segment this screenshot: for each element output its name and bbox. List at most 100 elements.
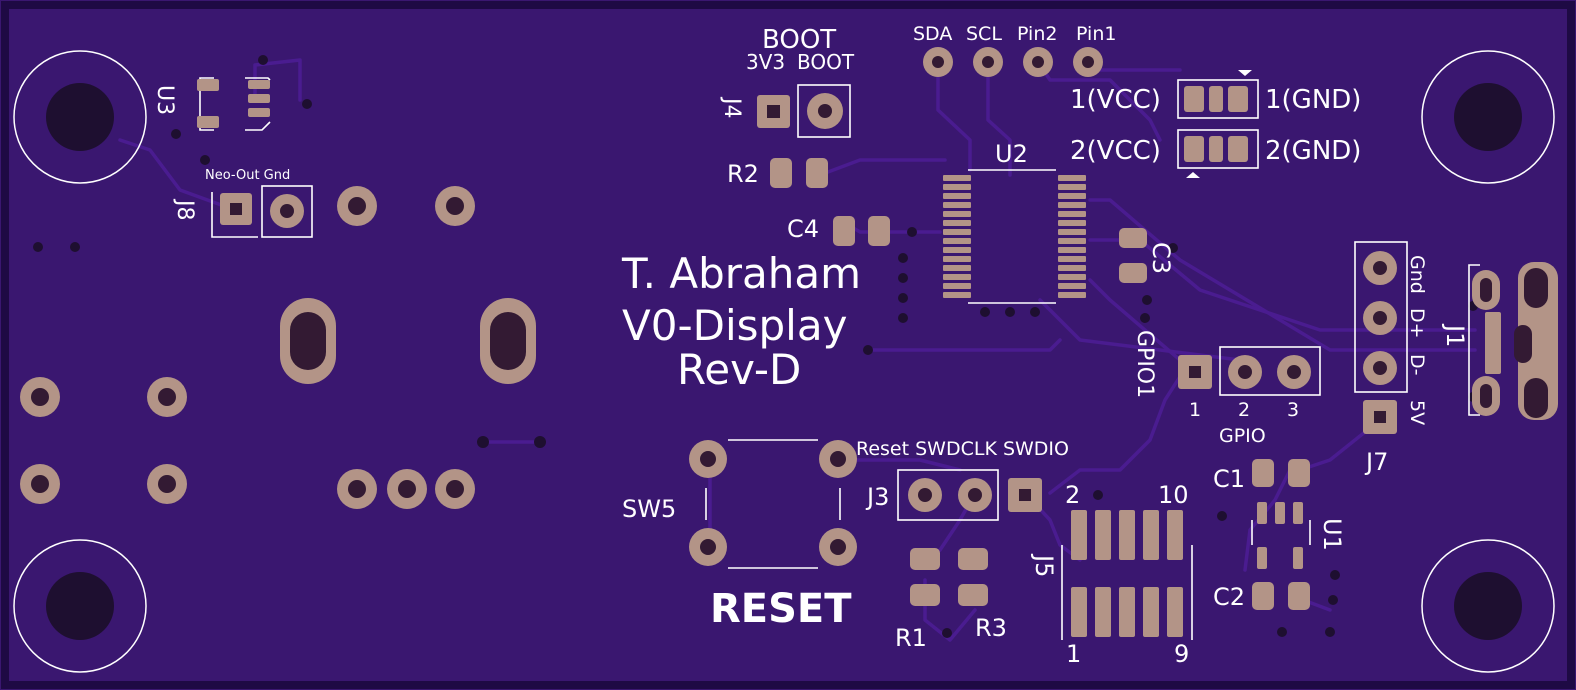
j5-connector [1061,510,1193,640]
title-line3: Rev-D [677,345,801,394]
c1-label: C1 [1213,465,1245,493]
u2-pad [1058,256,1086,262]
mounting-hole-top-left [13,50,147,184]
i2c-header-pads [923,47,1103,77]
r1-label: R1 [895,624,927,652]
title-line1: T. Abraham [621,249,861,298]
gpio-pin-1: 1 [1189,399,1201,421]
reset-label: RESET [710,586,852,632]
boot-pin-boot: BOOT [797,50,855,74]
i2c-pin-scl: SCL [966,23,1002,45]
u2-pad [943,238,971,244]
r1-resistor [910,548,940,606]
j5-pad [1143,587,1159,637]
usb-header [1354,241,1408,434]
j5-pin-10: 10 [1158,481,1189,509]
c4-capacitor [833,216,890,246]
usb-pin-dplus: D+ [1406,308,1428,339]
usb-pin-5v: 5V [1406,400,1428,425]
solder-jumper-1 [1177,70,1259,119]
u2-pad [943,193,971,199]
u2-pad [1058,184,1086,190]
j3-swd-header [897,469,1042,521]
u2-pad [1058,193,1086,199]
u2-pad [1058,274,1086,280]
u2-pad [943,292,971,298]
i2c-pin-pin2: Pin2 [1017,23,1057,45]
u2-pad [943,184,971,190]
u2-pad [943,175,971,181]
u2-label: U2 [995,140,1028,168]
boot-title: BOOT [762,25,836,55]
u3-label: U3 [152,85,177,115]
gpio-pin-3: 3 [1287,399,1299,421]
j3-label: J3 [865,483,889,511]
mounting-hole-bottom-right [1421,539,1555,673]
j1-usb-connector [1468,262,1558,420]
j8-label: J8 [172,198,197,221]
u2-pad [1058,220,1086,226]
u2-pad [1058,247,1086,253]
u2-pad [1058,211,1086,217]
u2-chip [943,169,1086,304]
r3-resistor [958,548,988,606]
u2-pad [1058,265,1086,271]
usb-pin-dminus: D- [1406,354,1428,376]
oval-slots [280,298,536,384]
u2-pad [943,247,971,253]
r3-label: R3 [975,614,1007,642]
j8-connector [211,185,313,238]
j4-header [757,84,851,138]
j5-pin-2: 2 [1065,481,1080,509]
u2-pad [943,202,971,208]
j4-label: J4 [719,96,744,119]
u3-component [197,77,271,131]
gpio-header [1178,346,1321,396]
jumper2-gnd-label: 2(GND) [1265,136,1361,166]
j5-pad [1071,587,1087,637]
c2-capacitor [1252,582,1310,610]
u2-pad [943,211,971,217]
c3-label: C3 [1147,242,1175,274]
u2-pad [943,256,971,262]
gpio-title: GPIO [1219,425,1266,447]
sw5-reset-switch [689,439,857,569]
swd-pin-labels: Reset SWDCLK SWDIO [856,438,1069,460]
r2-resistor [770,158,828,188]
j5-pad [1143,510,1159,560]
boot-pin-3v3: 3V3 [746,50,785,74]
c1-capacitor [1252,459,1310,487]
gpio-pin-2: 2 [1238,399,1250,421]
j7-label: J7 [1364,448,1388,476]
jumper1-gnd-label: 1(GND) [1265,85,1361,115]
u2-pad [1058,283,1086,289]
i2c-pin-pin1: Pin1 [1076,23,1116,45]
j5-pad [1119,587,1135,637]
c2-label: C2 [1213,583,1245,611]
c3-capacitor [1119,228,1147,283]
r2-label: R2 [727,160,759,188]
through-hole-pads [20,186,475,509]
jumper1-vcc-label: 1(VCC) [1070,85,1161,115]
u2-pad [943,274,971,280]
u2-pad [943,220,971,226]
u1-label: U1 [1318,518,1346,551]
u2-pad [943,229,971,235]
u1-regulator [1251,502,1311,569]
u2-pad [943,283,971,289]
j5-pad [1167,587,1183,637]
mounting-hole-top-right [1421,50,1555,184]
u2-pad [1058,175,1086,181]
j5-pad [1095,587,1111,637]
u2-pad [1058,229,1086,235]
j5-pad [1167,510,1183,560]
solder-jumper-2 [1177,129,1259,178]
u2-pad [1058,202,1086,208]
usb-pin-gnd: Gnd [1406,255,1428,294]
jumper2-vcc-label: 2(VCC) [1070,136,1161,166]
i2c-pin-labels: SDA SCL Pin2 Pin1 [913,23,1116,45]
j5-pin-1: 1 [1066,640,1081,668]
title-line2: V0-Display [622,301,847,350]
j5-label: J5 [1030,553,1058,577]
